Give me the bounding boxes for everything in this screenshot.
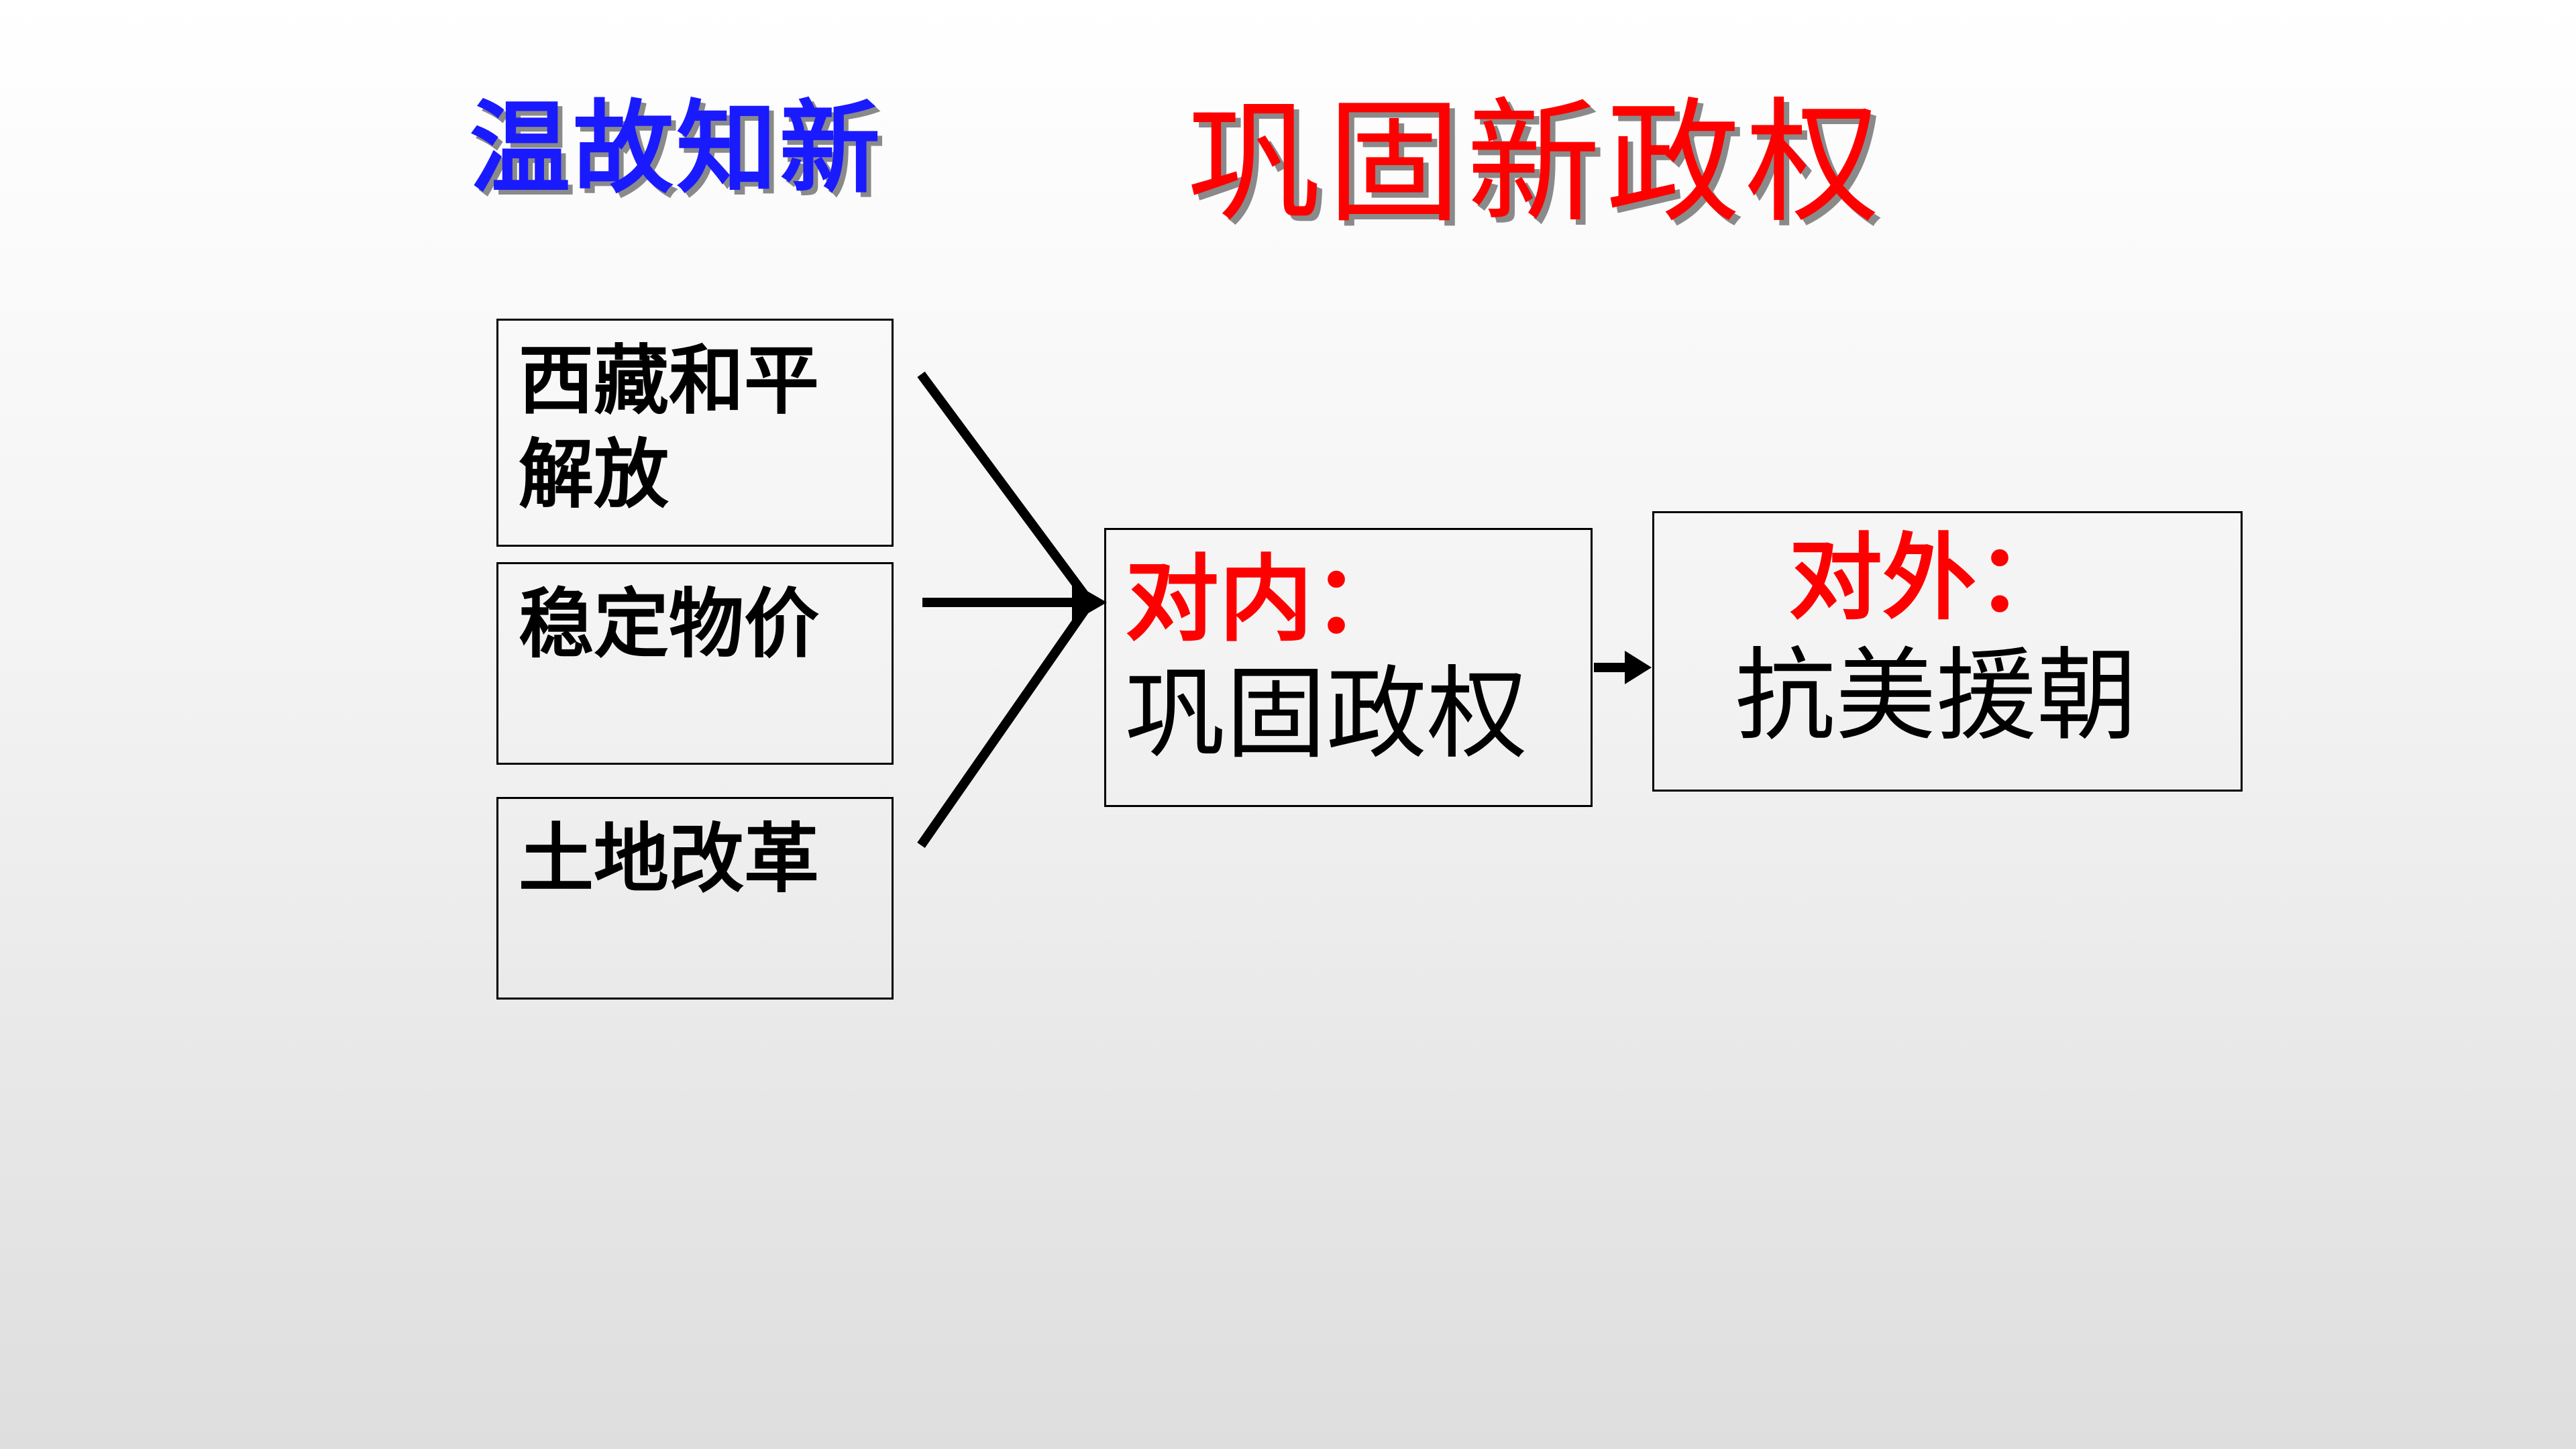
domestic-heading: 对内： <box>1125 545 1407 655</box>
cause-label-tibet-liberation: 西藏和平解放 <box>519 337 819 519</box>
review-title: 温故知新 <box>470 89 883 207</box>
connector-line-bottom <box>917 600 1094 848</box>
cause-label-land-reform: 土地改革 <box>519 815 819 903</box>
domestic-box: 对内： 巩固政权 <box>1104 528 1593 807</box>
topic-title: 巩固新政权 <box>1187 85 1886 241</box>
foreign-heading: 对外： <box>1788 524 2071 633</box>
connector-arrowhead-left <box>1072 582 1107 623</box>
cause-box-stabilize-prices: 稳定物价 <box>496 562 894 765</box>
cause-label-stabilize-prices: 稳定物价 <box>519 580 819 668</box>
domestic-text: 巩固政权 <box>1125 656 1528 773</box>
foreign-box: 对外： 抗美援朝 <box>1652 511 2243 792</box>
cause-box-land-reform: 土地改革 <box>496 797 894 1000</box>
foreign-text: 抗美援朝 <box>1735 638 2138 755</box>
connector-arrowhead-right <box>1625 651 1652 684</box>
connector-line-top <box>917 371 1094 606</box>
cause-box-tibet-liberation: 西藏和平解放 <box>496 319 894 547</box>
